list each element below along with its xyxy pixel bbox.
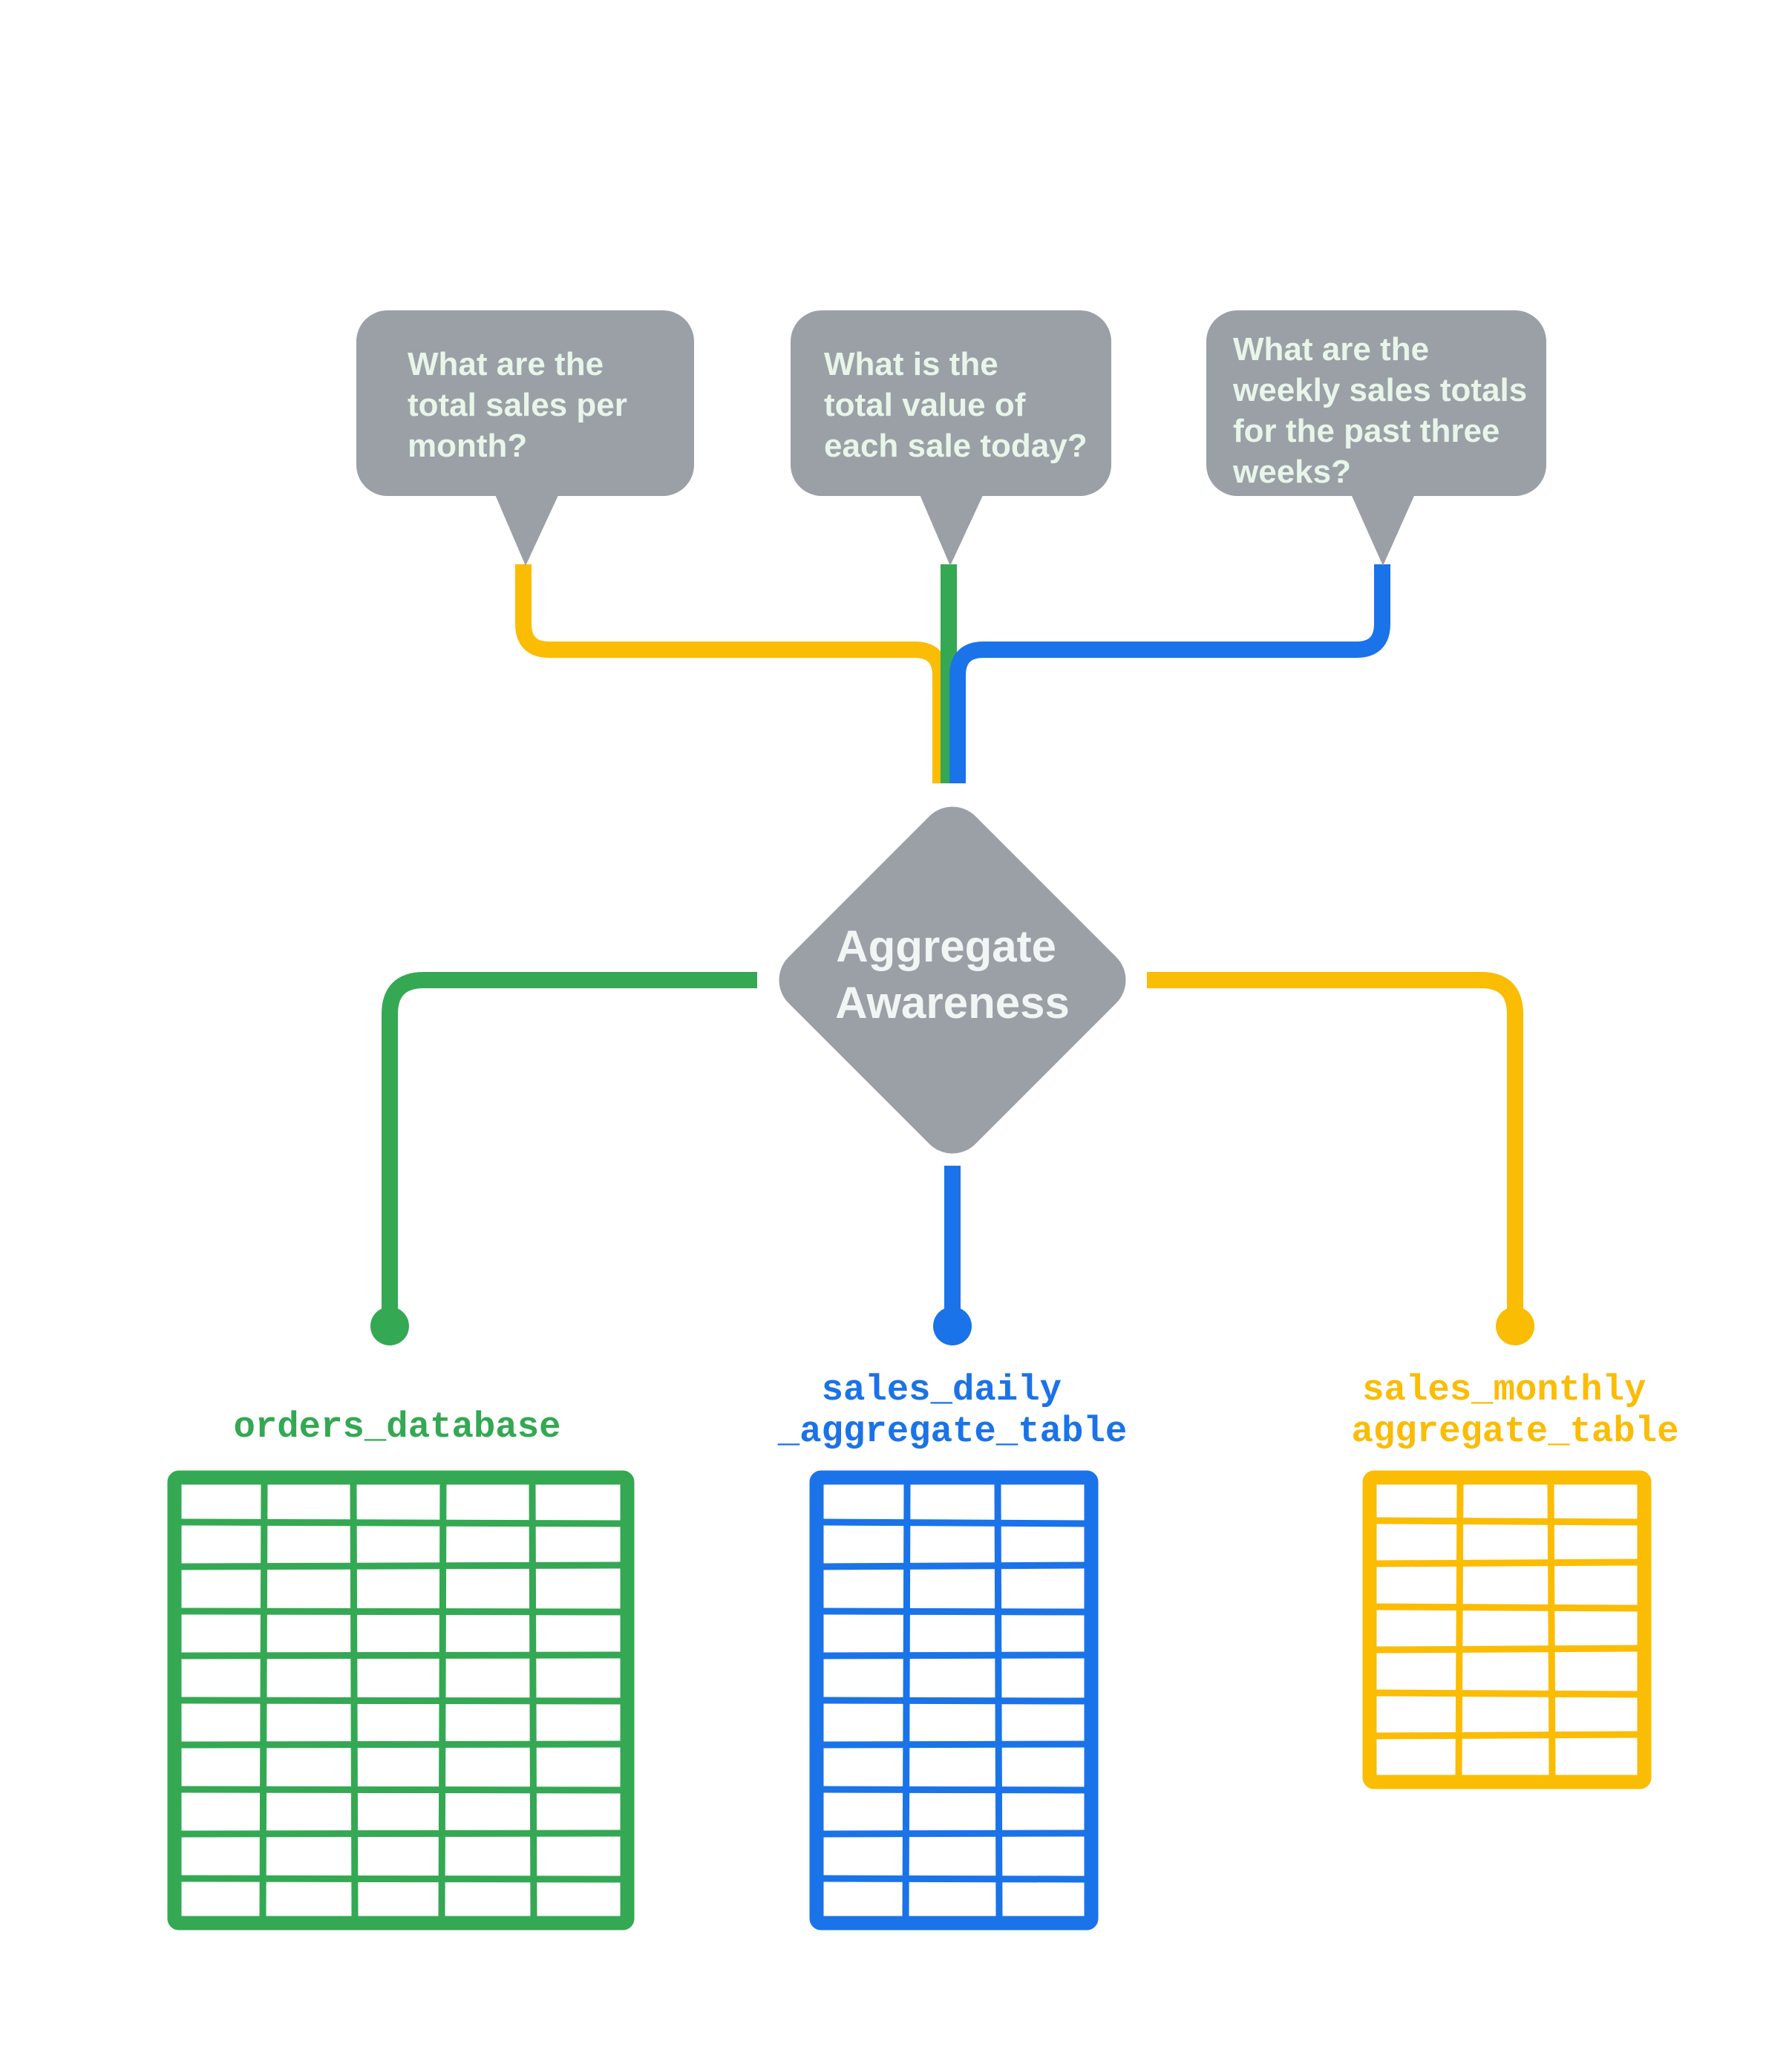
- question-bubble-daily[interactable]: What is the total value of each sale tod…: [791, 310, 1111, 566]
- bubble-tail-monthly: [490, 483, 564, 566]
- connector-group-top: [515, 564, 1390, 783]
- question-bubble-weekly[interactable]: What are the weekly sales totals for the…: [1206, 310, 1546, 566]
- table-grid-sales-monthly: [1362, 1470, 1652, 1789]
- table-caption-sales-monthly: sales_monthly aggregate_table: [1351, 1369, 1678, 1452]
- table-sales-monthly[interactable]: sales_monthly aggregate_table: [1351, 1369, 1679, 1789]
- bubble-label-weekly: What are the weekly sales totals for the…: [1232, 331, 1536, 490]
- table-orders-database[interactable]: orders_database: [167, 1406, 635, 1930]
- connector-question-monthly: [515, 564, 949, 783]
- diamond-label: Aggregate Awareness: [835, 921, 1070, 1028]
- connector-question-weekly: [949, 564, 1390, 783]
- endpoint-dot-orders: [370, 1307, 409, 1345]
- diamond-shape: [779, 806, 1126, 1154]
- question-bubble-monthly[interactable]: What are the total sales per month?: [356, 310, 694, 566]
- bubble-label-daily: What is the total value of each sale tod…: [824, 346, 1088, 464]
- endpoint-dot-sales-monthly: [1496, 1307, 1534, 1345]
- table-grid-sales-daily: [809, 1470, 1099, 1930]
- endpoint-dot-sales-daily: [933, 1307, 972, 1345]
- bubble-tail-daily: [915, 483, 989, 566]
- bubble-body-monthly: [356, 310, 694, 496]
- aggregate-awareness-node[interactable]: Aggregate Awareness: [765, 793, 1139, 1166]
- table-grid-orders: [167, 1470, 635, 1930]
- table-sales-daily[interactable]: sales_daily _aggregate_table: [777, 1369, 1127, 1930]
- connector-table-orders: [382, 972, 757, 1318]
- bubble-tail-weekly: [1346, 483, 1420, 566]
- connector-table-sales-monthly: [1147, 972, 1523, 1318]
- table-caption-sales-daily: sales_daily _aggregate_table: [777, 1369, 1127, 1452]
- bubble-body-daily: [791, 310, 1111, 496]
- connector-endpoint-dots: [370, 1307, 1534, 1345]
- bubble-label-monthly: What are the total sales per month?: [408, 346, 636, 464]
- connector-group-bottom: [382, 972, 1523, 1318]
- table-caption-orders: orders_database: [233, 1406, 560, 1448]
- bubble-body-weekly: [1206, 310, 1546, 496]
